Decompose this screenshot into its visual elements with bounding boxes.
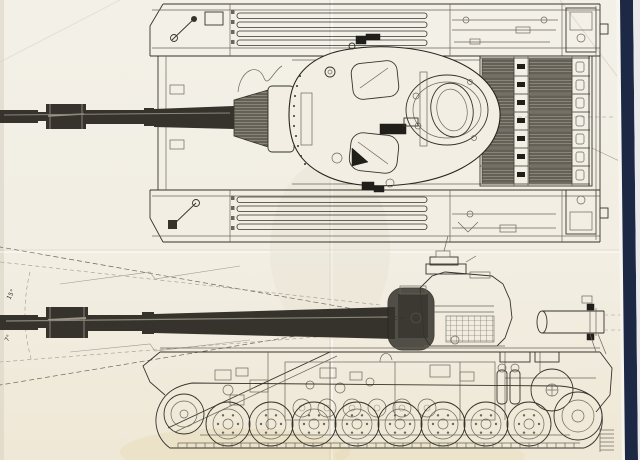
track-links bbox=[177, 443, 575, 448]
side-hull-cutaway bbox=[142, 347, 613, 436]
plan-slat-stowage-lower bbox=[236, 196, 428, 230]
scan-binding-edge bbox=[616, 0, 640, 460]
idler-wheel bbox=[163, 393, 205, 435]
side-cupola bbox=[425, 235, 491, 279]
margin-ruler-ticks bbox=[599, 428, 614, 452]
plan-slat-stowage-upper bbox=[236, 12, 428, 46]
edge-strip bbox=[633, 0, 640, 460]
turret-front-bolts bbox=[293, 75, 306, 165]
plan-hinge-dots-lower bbox=[231, 196, 235, 230]
plan-hinge-dots-upper bbox=[231, 10, 235, 44]
binding-band bbox=[620, 0, 638, 460]
turret-hatches bbox=[348, 60, 400, 174]
plan-pioneer-tools-upper bbox=[452, 16, 558, 45]
plan-gun-barrel bbox=[0, 104, 234, 129]
plan-view bbox=[0, 3, 635, 243]
side-view: 15° 7° bbox=[0, 235, 636, 452]
road-wheels bbox=[205, 401, 552, 447]
engine-cylinder-row bbox=[292, 398, 437, 418]
rear-stowage-drum bbox=[536, 295, 636, 355]
engine-details bbox=[214, 353, 574, 421]
turret-roof-fittings bbox=[237, 33, 428, 193]
drive-sprocket bbox=[553, 391, 603, 441]
depression-angle-label: 7° bbox=[4, 334, 13, 343]
plan-pioneer-tools-lower bbox=[452, 210, 556, 233]
side-running-gear bbox=[155, 382, 603, 449]
side-turret-interior bbox=[398, 285, 505, 347]
plan-turret bbox=[233, 33, 501, 193]
elevation-angle-label: 15° bbox=[6, 288, 17, 301]
side-turret-cutaway bbox=[387, 235, 513, 351]
turret-cupola bbox=[405, 74, 489, 146]
side-gun-barrel bbox=[0, 307, 395, 339]
